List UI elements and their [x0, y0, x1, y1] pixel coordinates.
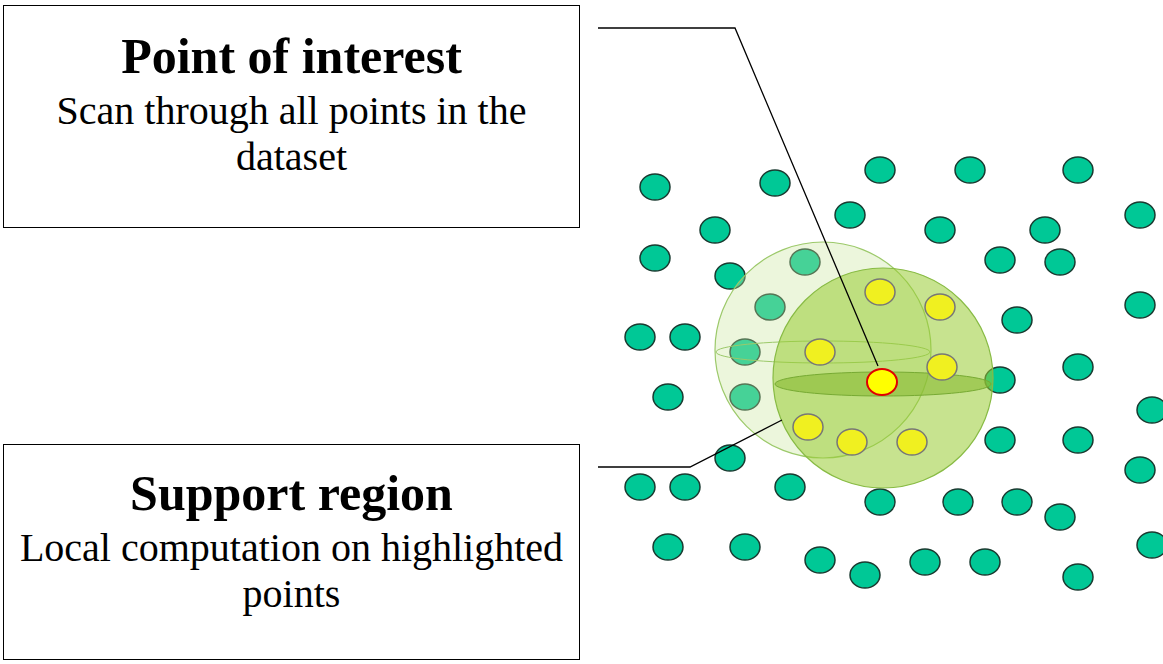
point — [715, 445, 745, 471]
point — [640, 245, 670, 271]
point — [865, 489, 895, 515]
point — [850, 562, 880, 588]
point — [670, 474, 700, 500]
point — [927, 354, 957, 380]
point — [640, 174, 670, 200]
point — [653, 384, 683, 410]
text-box: Support regionLocal computation on highl… — [3, 444, 580, 660]
point — [865, 279, 895, 305]
point — [837, 429, 867, 455]
box-body: Scan through all points in the dataset — [18, 88, 565, 180]
point — [835, 202, 865, 228]
point — [955, 157, 985, 183]
point — [805, 339, 835, 365]
point — [970, 549, 1000, 575]
support-sphere — [773, 268, 993, 488]
point — [1045, 504, 1075, 530]
point — [897, 429, 927, 455]
leader-line — [598, 420, 782, 467]
point — [625, 474, 655, 500]
point — [1002, 307, 1032, 333]
point — [925, 217, 955, 243]
point — [985, 247, 1015, 273]
point — [793, 414, 823, 440]
text-box: Point of interestScan through all points… — [3, 5, 580, 228]
point — [1063, 427, 1093, 453]
point — [805, 547, 835, 573]
point — [775, 474, 805, 500]
point — [1125, 202, 1155, 228]
point — [865, 157, 895, 183]
leader-line — [598, 28, 878, 366]
point — [760, 170, 790, 196]
point — [700, 217, 730, 243]
point — [1045, 249, 1075, 275]
point-of-interest — [867, 369, 897, 395]
point — [1030, 217, 1060, 243]
point — [985, 427, 1015, 453]
point — [730, 534, 760, 560]
data-points — [625, 157, 1163, 590]
box-body: Local computation on highlighted points — [18, 525, 565, 617]
box-heading: Point of interest — [18, 26, 565, 86]
point — [653, 534, 683, 560]
point — [910, 549, 940, 575]
point — [1063, 157, 1093, 183]
point — [1137, 532, 1163, 558]
neighbour-points — [793, 279, 957, 455]
point — [1002, 489, 1032, 515]
point — [1063, 354, 1093, 380]
point — [1125, 457, 1155, 483]
point — [943, 489, 973, 515]
point — [1125, 292, 1155, 318]
point — [670, 324, 700, 350]
point — [1137, 397, 1163, 423]
box-heading: Support region — [18, 463, 565, 523]
point — [625, 324, 655, 350]
point — [1063, 564, 1093, 590]
point — [925, 294, 955, 320]
